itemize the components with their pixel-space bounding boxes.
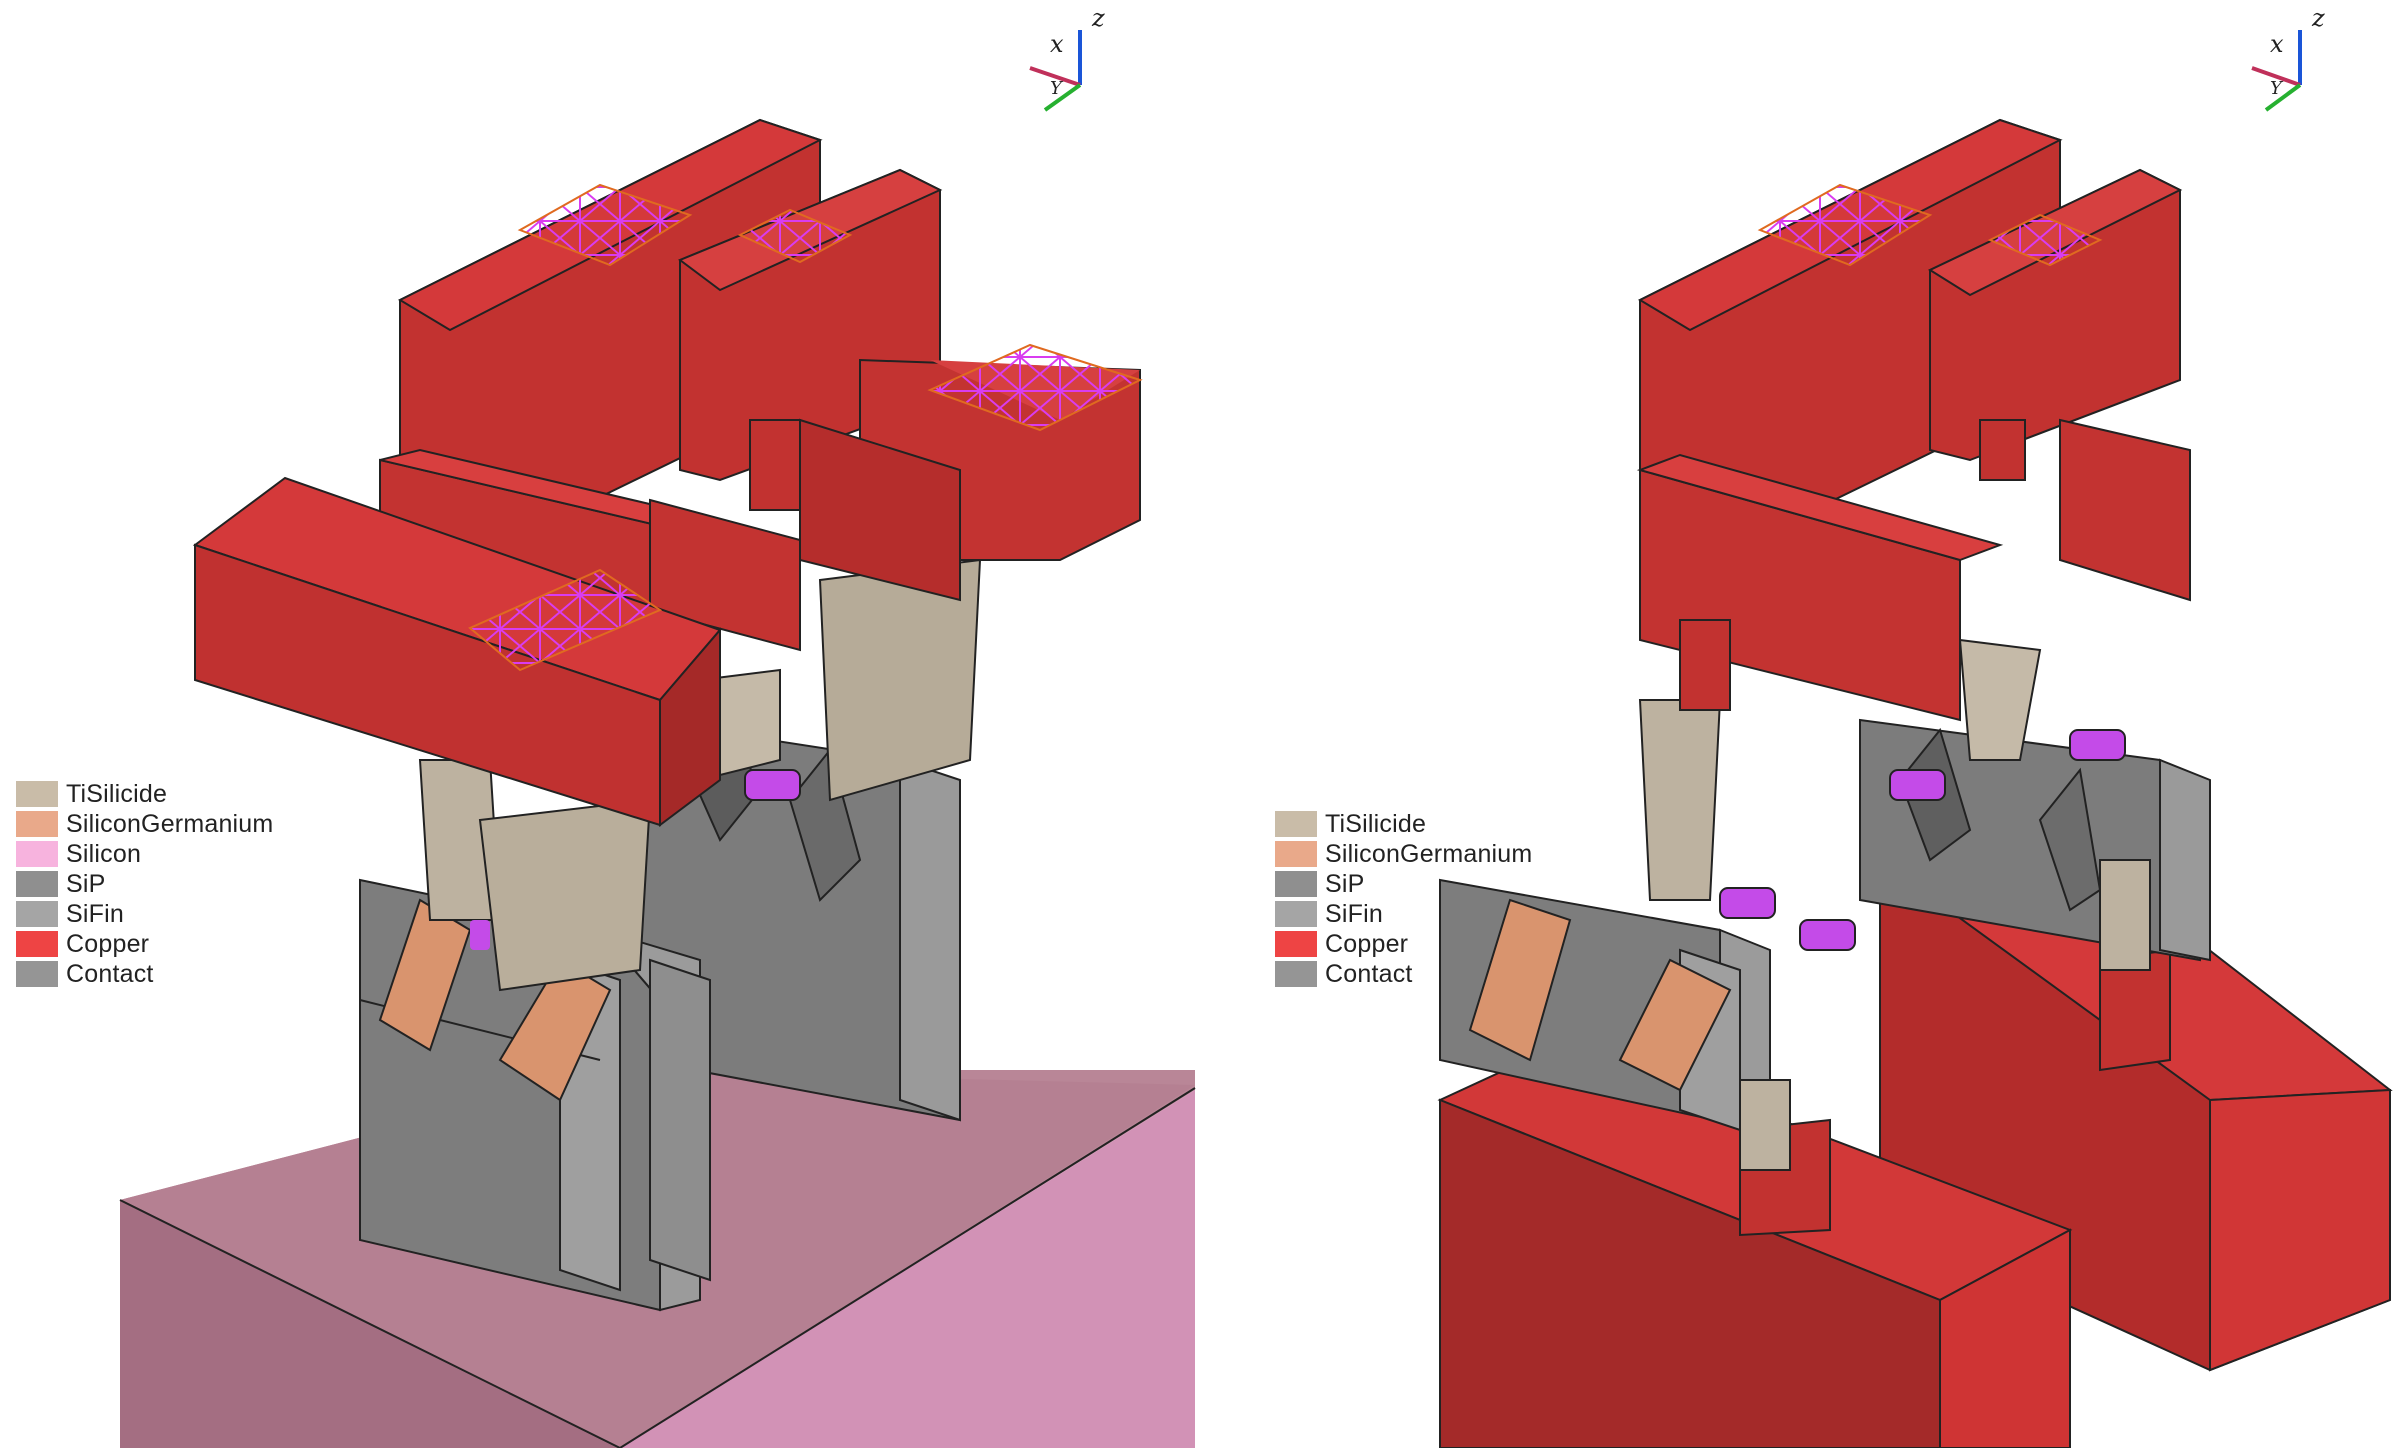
legend-swatch bbox=[1275, 871, 1317, 897]
legend-label: Contact bbox=[66, 959, 154, 988]
legend-label: Copper bbox=[1325, 929, 1409, 958]
axis-z-label: z bbox=[1091, 4, 1105, 32]
legend-label: TiSilicide bbox=[66, 779, 168, 808]
legend-item: Contact bbox=[16, 960, 154, 988]
legend-swatch bbox=[1275, 901, 1317, 927]
axis-triad: z x Y bbox=[1029, 4, 1105, 112]
ti-silicide-pillars bbox=[418, 558, 982, 992]
legend-label: SiP bbox=[66, 869, 106, 898]
legend-swatch bbox=[16, 841, 58, 867]
legend-label: SiFin bbox=[66, 899, 124, 928]
legend-swatch bbox=[16, 961, 58, 987]
legend-swatch bbox=[1275, 961, 1317, 987]
legend-item: TiSilicide bbox=[16, 780, 167, 808]
legend-swatch bbox=[1275, 931, 1317, 957]
ti-silicide-pillars bbox=[1638, 638, 2042, 901]
right-structure-view: z x Y bbox=[1437, 4, 2393, 1448]
legend-item: Contact bbox=[1275, 960, 1413, 988]
legend-item: SiliconGermanium bbox=[16, 810, 273, 838]
legend-label: SiliconGermanium bbox=[66, 809, 274, 838]
legend-item: TiSilicide bbox=[1275, 810, 1426, 838]
legend-item: SiP bbox=[16, 870, 106, 898]
silicon-germanium-blocks bbox=[378, 898, 612, 1102]
axis-z-label: z bbox=[2311, 4, 2325, 32]
legend-swatch bbox=[16, 811, 58, 837]
legend-item: SiFin bbox=[16, 900, 124, 928]
legend-swatch bbox=[16, 871, 58, 897]
legend-swatch bbox=[16, 931, 58, 957]
legend-item: SiP bbox=[1275, 870, 1365, 898]
legend-item: SiliconGermanium bbox=[1275, 840, 1532, 868]
silicon-mesh-pads bbox=[470, 183, 1143, 950]
legend-label: Copper bbox=[66, 929, 150, 958]
left-structure-view: z x Y bbox=[119, 4, 1196, 1448]
legend-item: Copper bbox=[1275, 930, 1408, 958]
axis-triad: z x Y bbox=[2251, 4, 2325, 112]
legend-swatch bbox=[1275, 811, 1317, 837]
silicon-germanium-blocks bbox=[1468, 898, 1732, 1092]
legend-item: SiFin bbox=[1275, 900, 1383, 928]
legend-swatch bbox=[1275, 841, 1317, 867]
legend-label: SiFin bbox=[1325, 899, 1383, 928]
axis-x-label: x bbox=[1050, 30, 1064, 58]
axis-y-label: Y bbox=[2270, 78, 2284, 99]
legend-label: Silicon bbox=[66, 839, 142, 868]
legend-swatch bbox=[16, 781, 58, 807]
axis-x-label: x bbox=[2270, 30, 2284, 58]
copper-line-front bbox=[192, 476, 722, 827]
legend-label: TiSilicide bbox=[1325, 809, 1427, 838]
axis-y-label: Y bbox=[1050, 78, 1064, 99]
legend-swatch bbox=[16, 901, 58, 927]
silicon-mesh-pads bbox=[1719, 183, 2126, 951]
legend-label: Contact bbox=[1325, 959, 1413, 988]
legend-item: Silicon bbox=[16, 840, 141, 868]
legend-label: SiP bbox=[1325, 869, 1365, 898]
legend-label: SiliconGermanium bbox=[1325, 839, 1533, 868]
legend-item: Copper bbox=[16, 930, 149, 958]
